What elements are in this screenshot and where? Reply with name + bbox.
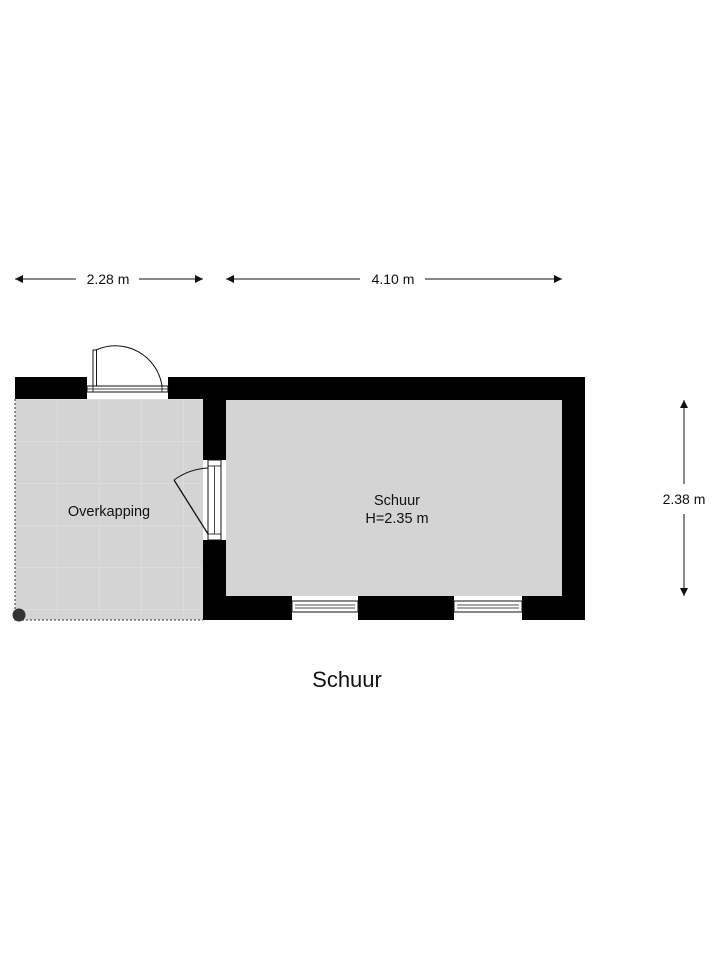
room-label-schuur: Schuur bbox=[374, 493, 420, 509]
wall-schuur-bottom-middle bbox=[358, 596, 454, 620]
wall-schuur-bottom-left bbox=[203, 596, 292, 620]
overkapping-floor bbox=[15, 399, 203, 620]
dimension-depth-label: 2.38 m bbox=[663, 491, 706, 507]
dimension-schuur-width-label: 4.10 m bbox=[372, 271, 415, 287]
wall-schuur-right bbox=[562, 377, 585, 620]
room-height-schuur: H=2.35 m bbox=[365, 511, 428, 527]
walls bbox=[15, 377, 585, 620]
dimension-overkapping-width-label: 2.28 m bbox=[87, 271, 130, 287]
wall-overkapping-top-right bbox=[168, 377, 203, 399]
door-schuur-entry bbox=[173, 459, 222, 541]
wall-schuur-left-upper bbox=[203, 377, 226, 460]
support-post bbox=[12, 608, 26, 622]
floor-caption: Schuur bbox=[312, 667, 382, 692]
wall-schuur-top bbox=[203, 377, 585, 400]
window-bottom-left bbox=[291, 600, 359, 613]
wall-schuur-bottom-right bbox=[522, 596, 585, 620]
overkapping-area bbox=[12, 399, 203, 622]
room-label-overkapping: Overkapping bbox=[68, 504, 150, 520]
dimension-schuur-width: 4.10 m bbox=[226, 271, 562, 287]
dimension-overkapping-width: 2.28 m bbox=[15, 271, 203, 287]
dimension-depth: 2.38 m bbox=[663, 400, 706, 596]
schuur-floor bbox=[226, 400, 562, 596]
window-bottom-right bbox=[453, 600, 523, 613]
wall-overkapping-top-left bbox=[15, 377, 87, 399]
door-overkapping-top bbox=[86, 345, 169, 393]
